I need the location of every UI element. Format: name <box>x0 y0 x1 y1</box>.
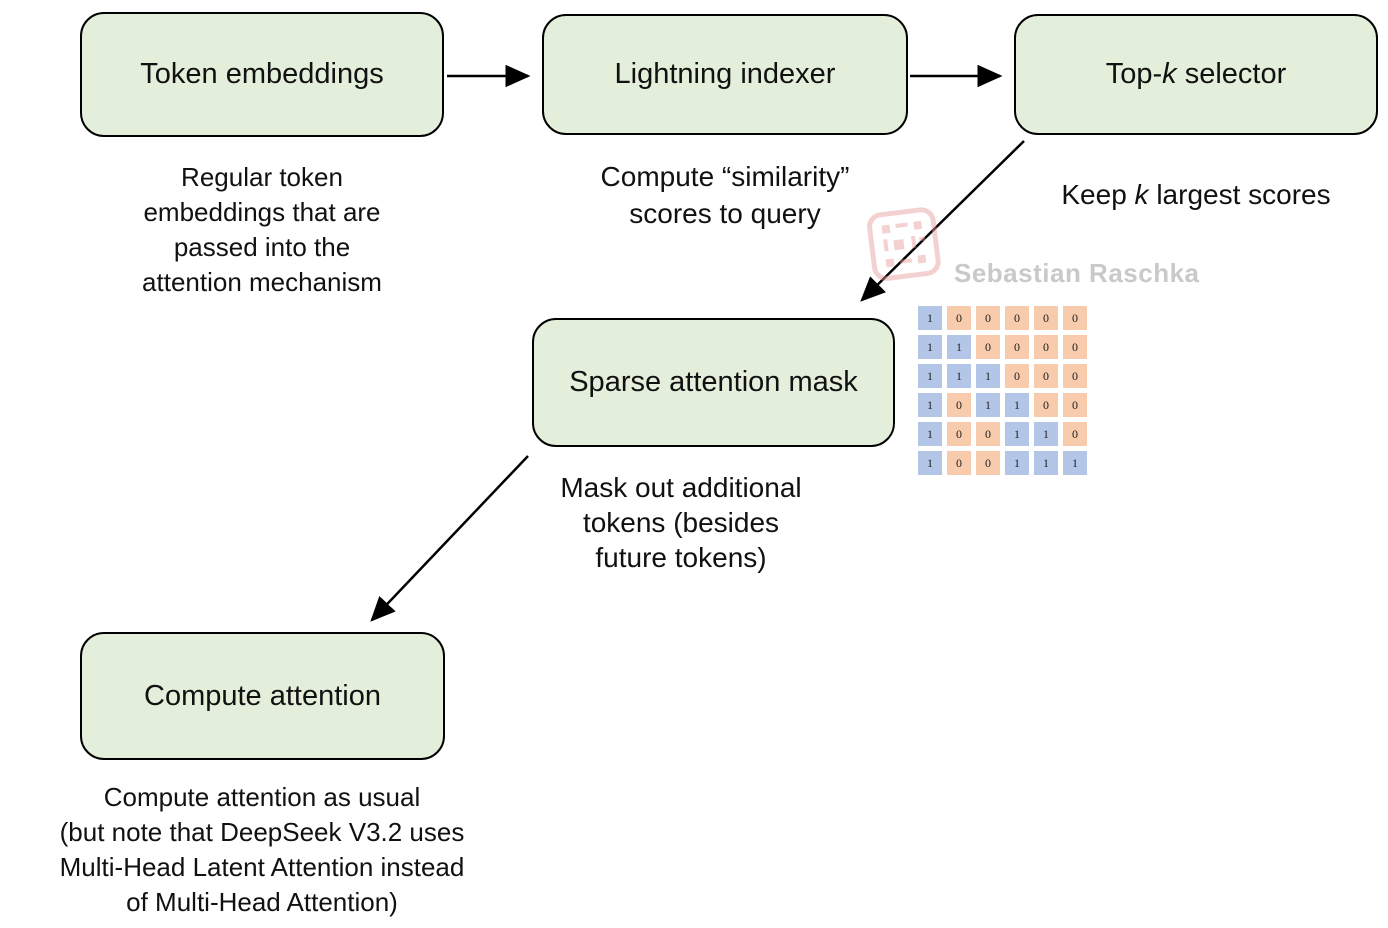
topk-label-k: k <box>1162 58 1177 90</box>
mask-cell: 0 <box>1034 335 1058 359</box>
mask-cell: 1 <box>918 306 942 330</box>
mask-cell: 0 <box>1005 335 1029 359</box>
node-token-embeddings: Token embeddings <box>80 12 444 137</box>
mask-cell: 1 <box>1034 451 1058 475</box>
node-sparse-attention-mask-label: Sparse attention mask <box>569 366 858 398</box>
mask-cell: 1 <box>918 422 942 446</box>
node-compute-attention-label: Compute attention <box>144 679 381 712</box>
node-token-embeddings-label: Token embeddings <box>140 58 384 90</box>
topk-label-suffix: selector <box>1176 58 1287 90</box>
mask-cell: 0 <box>1005 306 1029 330</box>
node-sparse-attention-mask: Sparse attention mask <box>532 318 895 447</box>
mask-cell: 0 <box>1063 393 1087 417</box>
mask-cell: 1 <box>976 364 1000 388</box>
mask-cell: 0 <box>976 422 1000 446</box>
mask-cell: 1 <box>947 364 971 388</box>
mask-cell: 0 <box>1063 306 1087 330</box>
mask-cell: 1 <box>918 393 942 417</box>
mask-cell: 1 <box>947 335 971 359</box>
mask-cell: 0 <box>1034 306 1058 330</box>
mask-cell: 0 <box>1034 393 1058 417</box>
mask-cell: 1 <box>1034 422 1058 446</box>
mask-cell: 1 <box>918 451 942 475</box>
node-topk-selector: Top-k selector <box>1014 14 1378 135</box>
mask-cell: 0 <box>1063 364 1087 388</box>
caption-lightning-indexer: Compute “similarity” scores to query <box>600 161 850 229</box>
mask-cell: 1 <box>1063 451 1087 475</box>
mask-cell: 0 <box>1034 364 1058 388</box>
caption-token-embeddings: Regular token embeddings that are passed… <box>142 162 382 297</box>
mask-cell: 1 <box>1005 393 1029 417</box>
node-lightning-indexer-label: Lightning indexer <box>614 58 836 90</box>
mask-cell: 0 <box>1063 422 1087 446</box>
mask-cell: 0 <box>976 451 1000 475</box>
node-topk-selector-label: Top-k selector <box>1106 58 1287 91</box>
caption-topk-selector: Keep k largest scores <box>1010 177 1382 213</box>
caption-compute-attention: Compute attention as usual (but note tha… <box>59 782 465 917</box>
mask-cell: 0 <box>947 393 971 417</box>
mask-cell: 1 <box>918 335 942 359</box>
mask-cell: 1 <box>1005 451 1029 475</box>
caption-topk-suffix: largest scores <box>1148 179 1331 210</box>
mask-cell: 1 <box>976 393 1000 417</box>
mask-cell: 0 <box>947 306 971 330</box>
mask-cell: 0 <box>1005 364 1029 388</box>
mask-cell: 0 <box>947 422 971 446</box>
mask-cell: 0 <box>976 335 1000 359</box>
caption-sparse-attention-mask: Mask out additional tokens (besides futu… <box>560 472 802 573</box>
mask-cell: 0 <box>976 306 1000 330</box>
node-lightning-indexer: Lightning indexer <box>542 14 908 135</box>
mask-cell: 0 <box>1063 335 1087 359</box>
watermark-author: Sebastian Raschka <box>954 258 1200 288</box>
mask-cell: 0 <box>947 451 971 475</box>
topk-label-prefix: Top- <box>1105 58 1163 90</box>
raschka-logo-icon <box>867 207 941 281</box>
caption-topk-k: k <box>1134 179 1149 210</box>
mask-cell: 1 <box>1005 422 1029 446</box>
mask-cell: 1 <box>918 364 942 388</box>
caption-topk-prefix: Keep <box>1061 179 1135 210</box>
node-compute-attention: Compute attention <box>80 632 445 760</box>
